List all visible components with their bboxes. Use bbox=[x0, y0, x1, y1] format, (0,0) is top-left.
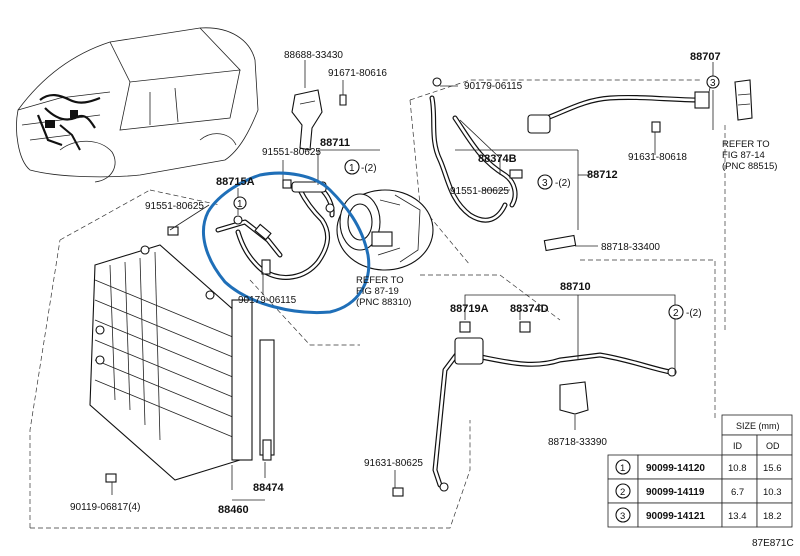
refer-note-valve: REFER TO FIG 87-14 (PNC 88515) bbox=[722, 139, 777, 172]
size-row-1-id: 10.8 bbox=[728, 463, 747, 474]
size-row-1-part: 90099-14120 bbox=[646, 463, 705, 474]
size-table: SIZE (mm) ID OD 1 90099-14120 10.8 15.6 … bbox=[607, 414, 793, 528]
size-table-title: SIZE (mm) bbox=[736, 421, 780, 431]
tube-88710 bbox=[432, 321, 677, 492]
liquid-tube-88715A bbox=[215, 215, 283, 275]
svg-text:REFER TO: REFER TO bbox=[722, 139, 770, 150]
label-91631-80618: 91631-80618 bbox=[628, 152, 687, 163]
size-row-1-ref: 1 bbox=[620, 463, 625, 474]
ref-circle-88707-num: 3 bbox=[710, 78, 716, 89]
label-88719A: 88719A bbox=[450, 303, 489, 315]
svg-text:FIG 87-19: FIG 87-19 bbox=[356, 286, 399, 297]
label-88460: 88460 bbox=[218, 504, 249, 516]
bracket-88688 bbox=[291, 89, 347, 151]
label-91631-80625: 91631-80625 bbox=[364, 458, 423, 469]
size-row-2-od: 10.3 bbox=[763, 487, 782, 498]
label-91671-80616: 91671-80616 bbox=[328, 68, 387, 79]
ref-circle-88712-num: 3 bbox=[542, 178, 548, 189]
label-88474: 88474 bbox=[253, 482, 284, 494]
svg-text:FIG 87-14: FIG 87-14 bbox=[722, 150, 765, 161]
size-row-2-id: 6.7 bbox=[731, 487, 744, 498]
size-row-2-part: 90099-14119 bbox=[646, 487, 705, 498]
tube-88707 bbox=[527, 79, 753, 134]
ref-circle-88710-num: 2 bbox=[673, 308, 679, 319]
ref-circle-88711-qty: -(2) bbox=[361, 163, 377, 174]
size-table-header-od: OD bbox=[766, 441, 780, 451]
ref-circle-88715A bbox=[233, 196, 247, 210]
size-row-3-id: 13.4 bbox=[728, 511, 747, 522]
ref-circle-88712-qty: -(2) bbox=[555, 178, 571, 189]
suction-hose-88712 bbox=[429, 77, 523, 223]
ref-circle-88711 bbox=[344, 159, 360, 175]
condenser-assembly bbox=[89, 244, 275, 481]
vehicle-outline bbox=[16, 27, 259, 183]
label-91551-80625-c: 91551-80625 bbox=[450, 186, 509, 197]
size-row-3-ref: 3 bbox=[620, 511, 625, 522]
ref-circle-88712 bbox=[537, 174, 553, 190]
size-table-header-id: ID bbox=[733, 441, 743, 451]
label-88718-33400: 88718-33400 bbox=[601, 242, 660, 253]
size-row-3-od: 18.2 bbox=[763, 511, 782, 522]
discharge-hose-88711 bbox=[235, 181, 335, 280]
label-91551-80625-a: 91551-80625 bbox=[262, 147, 321, 158]
label-88707: 88707 bbox=[690, 51, 721, 63]
label-88715A: 88715A bbox=[216, 176, 255, 188]
ref-circle-88715A-num: 1 bbox=[237, 199, 243, 210]
size-row-2-ref: 2 bbox=[620, 487, 625, 498]
label-90179-06115-mid: 90179-06115 bbox=[238, 295, 297, 306]
highlight-loop bbox=[202, 171, 371, 314]
label-88688-33430: 88688-33430 bbox=[284, 50, 343, 61]
label-88712: 88712 bbox=[587, 169, 618, 181]
label-90179-06115-top: 90179-06115 bbox=[464, 81, 523, 92]
svg-text:REFER TO: REFER TO bbox=[356, 275, 404, 286]
fasteners bbox=[105, 121, 661, 497]
label-88374B: 88374B bbox=[478, 153, 517, 165]
part-labels: 88688-33430 91671-80616 90179-06115 8870… bbox=[70, 50, 794, 549]
label-88718-33390: 88718-33390 bbox=[548, 437, 607, 448]
label-88374D: 88374D bbox=[510, 303, 549, 315]
label-90119-06817: 90119-06817(4) bbox=[70, 502, 140, 513]
compressor bbox=[336, 189, 434, 271]
ref-circle-88710-qty: -(2) bbox=[686, 308, 702, 319]
ref-circle-88710 bbox=[668, 304, 684, 320]
diagram-code: 87E871C bbox=[752, 538, 794, 549]
circle-references: 1 -(2) 3 -(2) 2 -(2) 1 3 bbox=[233, 75, 720, 320]
svg-text:(PNC 88310): (PNC 88310) bbox=[356, 297, 411, 308]
size-row-3-part: 90099-14121 bbox=[646, 511, 705, 522]
label-88710: 88710 bbox=[560, 281, 591, 293]
label-88711: 88711 bbox=[320, 137, 350, 149]
refer-note-compressor: REFER TO FIG 87-19 (PNC 88310) bbox=[356, 275, 411, 308]
ref-circle-88707 bbox=[706, 75, 720, 89]
size-row-1-od: 15.6 bbox=[763, 463, 782, 474]
assembly-boundaries bbox=[29, 79, 726, 529]
leader-lines bbox=[111, 60, 714, 501]
svg-text:(PNC 88515): (PNC 88515) bbox=[722, 161, 777, 172]
ref-circle-88711-num: 1 bbox=[349, 163, 355, 174]
label-91551-80625-b: 91551-80625 bbox=[145, 201, 204, 212]
